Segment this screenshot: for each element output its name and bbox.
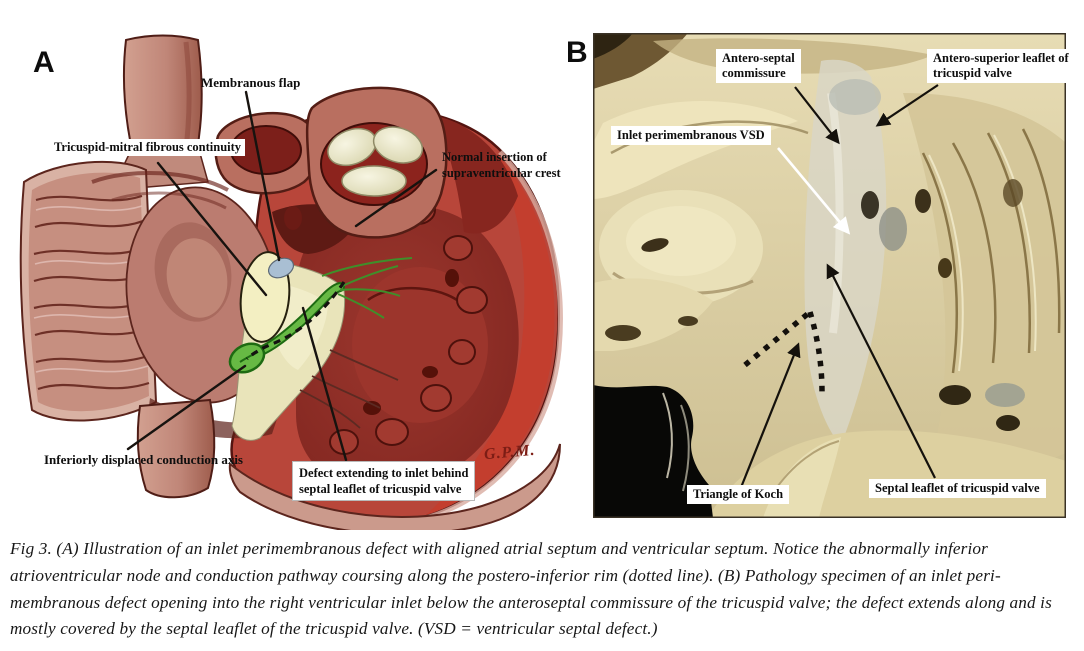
conduction-axis [228, 257, 413, 374]
dotted-triangle-koch [743, 309, 825, 393]
label-antero-superior-leaflet: Antero-superior leaflet of tricuspid val… [927, 49, 1075, 83]
label-inlet-perimembranous-vsd: Inlet perimembranous VSD [611, 126, 771, 145]
panel-a-illustration [19, 34, 563, 530]
panel-a-letter: A [33, 46, 55, 79]
label-inferior-conduction-axis: Inferiorly displaced conduction axis [44, 452, 243, 467]
label-triangle-of-koch: Triangle of Koch [687, 485, 790, 504]
figure-caption: Fig 3. (A) Illustration of an inlet peri… [10, 536, 1080, 643]
panel-b-arrows [738, 84, 939, 491]
ivc-vessel [136, 398, 216, 499]
panel-b-letter: B [566, 36, 588, 69]
panel-a-pointer-lines [126, 90, 438, 462]
arrow-inlet-vsd [777, 147, 851, 235]
label-tricuspid-mitral-continuity: Tricuspid-mitral fibrous continuity [50, 139, 246, 156]
arrow-septal-leaflet [826, 263, 936, 479]
small-vessel-hole [284, 206, 302, 230]
label-normal-insertion: Normal insertion of supraventricular cre… [442, 150, 561, 180]
caption-line-2: atrioventricular node and conduction pat… [10, 565, 1001, 585]
caption-line-4: mostly covered by the septal leaflet of … [10, 619, 658, 639]
label-defect-extending: Defect extending to inlet behind septal … [292, 461, 476, 501]
caption-line-1: Fig 3. (A) Illustration of an inlet peri… [10, 539, 988, 558]
right-atrium [19, 160, 158, 422]
right-ventricle-interior [296, 195, 519, 491]
dashed-conduction-line [245, 281, 346, 361]
label-antero-septal-commissure: Antero-septal commissure [716, 49, 801, 83]
specimen-tissue [593, 33, 1066, 518]
membranous-flap-area [239, 251, 295, 343]
arrow-triangle-koch [738, 342, 801, 491]
aorta-stub [214, 111, 319, 195]
infundibulum-shadow [436, 116, 518, 234]
pulmonary-trunk-valve [305, 86, 448, 239]
heart-bottom-wall [228, 443, 561, 530]
arrow-antero-superior [875, 84, 939, 127]
label-septal-leaflet: Septal leaflet of tricuspid valve [869, 479, 1046, 498]
label-membranous-flap: Membranous flap [201, 75, 301, 90]
arrow-antero-septal [794, 86, 840, 145]
caption-line-3: membranous defect opening into the right… [10, 592, 1052, 612]
panel-b-photo [593, 33, 1066, 518]
